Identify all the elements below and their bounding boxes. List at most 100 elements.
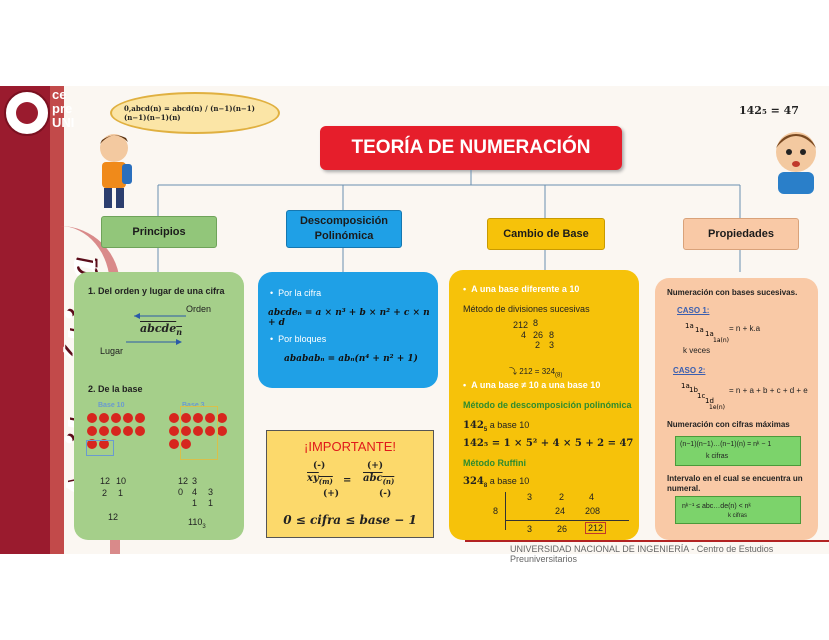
ruffini-m1: 24 [555, 506, 566, 516]
propiedades-panel: Numeración con bases sucesivas. CASO 1: … [655, 278, 818, 540]
ruffini-statement: 3248 a base 10 [463, 476, 530, 489]
footer-divider [465, 540, 829, 542]
lugar-arrow-icon [126, 339, 182, 345]
interval-note: k cifras [728, 513, 748, 519]
abc-n: abc(n) [363, 473, 395, 486]
importante-box: ¡IMPORTANTE! (-) (+) xy(m) = abc(n) (+) … [266, 430, 434, 538]
caso1-label: CASO 1: [677, 306, 710, 315]
left-1: 1 [118, 488, 124, 498]
metodo-descomposicion: Método de descomposición polinómica [463, 400, 632, 410]
left-2: 2 [102, 488, 108, 498]
svg-text:1c: 1c [697, 392, 705, 400]
connector-lines [157, 170, 741, 272]
base10-group-frame [86, 440, 114, 456]
ruffini-c1: 3 [527, 492, 533, 502]
left-12: 12 [100, 476, 111, 486]
principios-h2: 2. De la base [88, 384, 143, 394]
svg-text:1a: 1a [705, 330, 714, 338]
right-12: 12 [178, 476, 189, 486]
svg-text:1d: 1d [705, 397, 714, 405]
formula-bubble [110, 92, 280, 134]
max-box: (n−1)(n−1)…(n−1)(n) = nᵏ − 1 k cifras [675, 436, 801, 466]
interval-expr: nᵏ⁻¹ ≤ abc…de(n) < nᵏ [682, 503, 751, 510]
svg-text:1a: 1a [681, 382, 690, 390]
division-d5: 8 [549, 330, 555, 340]
sign-minus-top: (-) [313, 461, 326, 471]
footer-text: UNIVERSIDAD NACIONAL DE INGENIERÍA - Cen… [510, 544, 774, 564]
metodo-ruffini: Método Ruffini [463, 458, 526, 468]
category-cambio-base: Cambio de Base [487, 218, 605, 250]
principios-panel: 1. Del orden y lugar de una cifra Orden … [74, 272, 244, 540]
right-4: 4 [192, 487, 198, 497]
polinomica-formula: 142₅ = 1 × 5² + 4 × 5 + 2 = 47 [463, 438, 634, 449]
caso1-expr: = n + k.a [729, 324, 761, 333]
importante-title: ¡IMPORTANTE! [304, 439, 396, 454]
formula-por-cifra: abcdeₙ = a × n³ + b × n² + c × n + d [268, 308, 430, 328]
max-expr: (n−1)(n−1)…(n−1)(n) = nᵏ − 1 [680, 441, 772, 448]
university-seal-icon [4, 90, 50, 136]
base3-group-frame [180, 406, 218, 460]
prop-h1: Numeración con bases sucesivas. [667, 288, 798, 297]
division-d6: 2 [535, 340, 541, 350]
page-title: TEORÍA DE NUMERACIÓN [320, 126, 622, 170]
ruffini-vline [505, 492, 506, 530]
svg-text:1a(n): 1a(n) [713, 337, 729, 344]
sign-plus-top: (+) [367, 461, 384, 471]
prop-h2: Numeración con cifras máximas [667, 420, 790, 429]
slide: ce pre UNI Aritmética 0,abcd(n) = abcd(n… [0, 86, 829, 554]
svg-text:1a: 1a [695, 326, 704, 334]
svg-text:1e(n): 1e(n) [709, 404, 725, 411]
ruffini-result: 212 [585, 522, 607, 534]
division-d3: 4 [521, 330, 527, 340]
metodo-divisiones: Método de divisiones sucesivas [463, 304, 590, 314]
equals-sign: = [343, 475, 352, 486]
sign-minus-bottom: (-) [379, 489, 392, 499]
category-principios: Principios [101, 216, 217, 248]
division-d7: 3 [549, 340, 555, 350]
ruffini-c2: 2 [559, 492, 565, 502]
caso2-expr: = n + a + b + c + d + e [729, 386, 808, 395]
descomposicion-panel: • Por la cifra abcdeₙ = a × n³ + b × n² … [258, 272, 438, 388]
ruffini-r1: 3 [527, 524, 533, 534]
lugar-label: Lugar [100, 346, 124, 356]
prop-h3: Intervalo en el cual se encuentra un num… [667, 474, 803, 493]
right-0: 0 [178, 487, 184, 497]
right-result: 1103 [188, 517, 206, 530]
sign-plus-bottom: (+) [323, 489, 340, 499]
caso1-note: k veces [683, 346, 711, 355]
division-d1: 212 [513, 320, 529, 330]
xy-m: xy(m) [307, 473, 333, 486]
max-note: k cifras [706, 453, 729, 460]
top-right-formula: 142₅ = 47 [739, 104, 799, 117]
ruffini-line [505, 520, 629, 521]
svg-text:1a: 1a [685, 322, 694, 330]
student-illustration-icon [100, 134, 132, 208]
bullet-por-bloques: • Por bloques [270, 334, 327, 344]
orden-label: Orden [186, 304, 212, 314]
apples-base10 [86, 412, 148, 451]
cifra-inequality: 0 ≤ cifra ≤ base − 1 [283, 513, 417, 527]
caso2-label: CASO 2: [673, 366, 706, 375]
orden-arrow-icon [134, 313, 186, 319]
formula-por-bloques: abababₙ = abₙ(n⁴ + n² + 1) [284, 354, 418, 364]
cepre-logo: ce pre UNI [52, 87, 75, 130]
left-10: 10 [116, 476, 127, 486]
apples-base3 [168, 412, 230, 451]
category-descomposicion: Descomposición Polinómica [286, 210, 402, 248]
polinomica-statement: 1425 a base 10 [463, 420, 530, 433]
right-3b: 3 [208, 487, 214, 497]
division-d2: 8 [533, 318, 539, 328]
ruffini-m2: 208 [585, 506, 601, 516]
principios-h1: 1. Del orden y lugar de una cifra [88, 286, 225, 296]
division-d4: 26 [533, 330, 544, 340]
right-3a: 3 [192, 476, 198, 486]
bullet-por-la-cifra: • Por la cifra [270, 288, 322, 298]
interval-box: nᵏ⁻¹ ≤ abc…de(n) < nᵏ k cifras [675, 496, 801, 524]
right-1a: 1 [192, 498, 198, 508]
right-1b: 1 [208, 498, 214, 508]
ruffini-base: 8 [493, 506, 499, 516]
number-abcde: abcden [140, 322, 183, 338]
ruffini-r2: 26 [557, 524, 568, 534]
